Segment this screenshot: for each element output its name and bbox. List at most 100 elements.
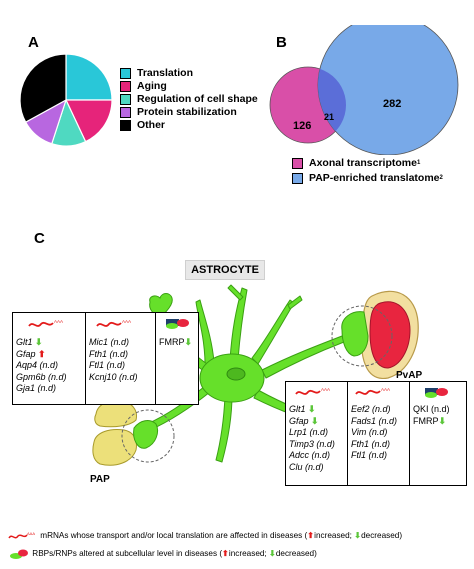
pie-slice-other xyxy=(19,53,67,123)
rbp-legend-decreased: decreased) xyxy=(275,549,317,559)
astrocyte-process-twig-2 xyxy=(287,295,303,310)
pvap-dashed-circle xyxy=(331,305,393,367)
gene-item: FMRP⬇ xyxy=(159,337,193,347)
gene-item: Gpm6b (n.d) xyxy=(16,371,67,382)
astrocyte-nucleus xyxy=(226,367,246,381)
mrna-squiggle-icon: AAA xyxy=(96,319,131,327)
legend-item-other: Other xyxy=(120,119,165,131)
arrow-up-icon: ⬆ xyxy=(307,531,315,540)
legend-swatch xyxy=(292,157,303,169)
gene-box-divider xyxy=(85,313,86,404)
rbp-legend-increased: increased; xyxy=(228,549,267,559)
astrocyte-process-right xyxy=(261,335,345,379)
pvap-endfoot xyxy=(341,311,369,357)
gene-item: Clu (n.d) xyxy=(289,461,324,472)
arrow-down-icon: ⬇ xyxy=(308,404,316,414)
gene-item: Gja1 (n.d) xyxy=(16,383,57,393)
venn-diagram: 126 21 282 xyxy=(269,25,459,155)
legend-swatch xyxy=(120,80,131,92)
gene-box-divider xyxy=(155,313,156,404)
panel-c-letter: C xyxy=(34,230,45,247)
arrow-up-icon: ⬆ xyxy=(222,549,229,559)
gene-item: Fth1 (n.d) xyxy=(89,348,129,359)
gene-box-divider xyxy=(409,382,410,485)
gene-item: Adcc (n.d) xyxy=(289,450,331,460)
gene-col-2: Eef2 (n.d) Fads1 (n.d) Vim (n.d) Fth1 (n… xyxy=(351,404,397,462)
gene-col-3: QKI (n.d) FMRP⬇ xyxy=(413,404,450,427)
arrow-down-icon: ⬇ xyxy=(311,415,319,426)
mrna-legend: AAA mRNAs whose transport and/or local t… xyxy=(8,530,402,541)
aaa-label: AAA xyxy=(321,387,330,392)
mrna-squiggle-icon: AAA xyxy=(295,387,330,395)
legend-item-aging: Aging xyxy=(120,80,167,92)
gene-item: Fads1 (n.d) xyxy=(351,415,398,426)
legend-superscript: 1 xyxy=(416,160,421,166)
mrna-squiggle-icon: AAA xyxy=(28,319,63,327)
legend-label: Protein stabilization xyxy=(137,106,237,118)
rbp-legend-text: RBPs/RNPs altered at subcellular level i… xyxy=(32,549,223,559)
pap-label: PAP xyxy=(90,474,110,485)
gene-item: Ftl1 (n.d) xyxy=(89,360,126,370)
aaa-label: AAA xyxy=(122,319,131,324)
rbp-legend: RBPs/RNPs altered at subcellular level i… xyxy=(8,548,317,560)
legend-label: Regulation of cell shape xyxy=(137,93,258,105)
gene-col-3: FMRP⬇ xyxy=(159,337,192,349)
mrna-legend-decreased: decreased) xyxy=(361,531,403,540)
legend-label: Aging xyxy=(137,80,167,92)
astrocyte-process-twig-1 xyxy=(227,284,244,301)
astrocyte-process-upper-branch xyxy=(229,287,248,361)
legend-item-translation: Translation xyxy=(120,67,193,79)
legend-swatch xyxy=(120,106,131,118)
astrocyte-process-upper-right xyxy=(251,299,295,365)
arrow-up-icon: ⬆ xyxy=(38,348,46,359)
gene-col-1: Glt1 ⬇ Gfap ⬇ Lrp1 (n.d) Timp3 (n.d) Adc… xyxy=(289,404,335,473)
gene-item: Vim (n.d) xyxy=(351,427,388,437)
legend-label: Translation xyxy=(137,67,194,79)
aaa-label: AAA xyxy=(54,319,63,324)
astrocyte-title-text: ASTROCYTE xyxy=(191,264,259,276)
gene-item: Lrp1 (n.d) xyxy=(289,427,329,437)
aaa-label: AAA xyxy=(27,531,35,536)
mrna-squiggle-icon: AAA xyxy=(355,387,390,395)
gene-item: Eef2 (n.d) xyxy=(351,404,391,414)
legend-label: Other xyxy=(137,119,166,131)
postsynaptic-terminal xyxy=(92,429,137,466)
gene-item: Mic1 (n.d) xyxy=(89,337,130,347)
blood-vessel-inner xyxy=(369,301,411,369)
gene-item: Gfap ⬇ xyxy=(289,415,319,426)
astrocyte-process-lower xyxy=(215,394,233,463)
legend-swatch xyxy=(120,93,131,105)
mrna-legend-text: mRNAs whose transport and/or local trans… xyxy=(40,531,308,540)
gene-item: QKI (n.d) xyxy=(413,404,450,414)
legend-swatch xyxy=(292,172,303,184)
gene-item: Glt1 ⬇ xyxy=(16,337,43,347)
gene-item: Fth1 (n.d) xyxy=(351,438,391,449)
gene-item: Glt1 ⬇ xyxy=(289,404,316,414)
aaa-label: AAA xyxy=(381,387,390,392)
legend-label: Axonal transcriptome xyxy=(309,157,417,169)
astrocyte-process-upper xyxy=(195,299,215,373)
pvap-label: PvAP xyxy=(396,370,422,381)
gene-item: Kcnj10 (n.d) xyxy=(89,371,138,382)
pap-dashed-circle xyxy=(121,409,175,463)
gene-item: Gfap ⬆ xyxy=(16,348,46,359)
gene-item: Timp3 (n.d) xyxy=(289,438,335,449)
pie-slice-aging xyxy=(65,99,113,143)
arrow-down-icon: ⬇ xyxy=(268,549,276,559)
rbp-complex-icon xyxy=(425,388,448,398)
venn-count-right: 282 xyxy=(383,98,401,110)
venn-count-left: 126 xyxy=(293,120,311,132)
rbp-complex-icon xyxy=(10,549,28,559)
gene-col-1: Glt1 ⬇ Gfap ⬆ Aqp4 (n.d) Gpm6b (n.d) Gja… xyxy=(16,337,67,395)
mrna-squiggle-icon: AAA xyxy=(8,531,35,539)
pap-endfoot xyxy=(133,420,159,449)
arrow-down-icon: ⬇ xyxy=(184,337,193,347)
rbp-complex-icon xyxy=(166,319,189,329)
gene-box-left: AAA AAA Glt1 ⬇ Gfap ⬆ Aqp4 (n.d) Gpm6b (… xyxy=(12,312,199,405)
arrow-down-icon: ⬇ xyxy=(35,337,43,347)
arrow-down-icon: ⬇ xyxy=(438,415,447,426)
legend-swatch xyxy=(120,119,131,131)
gene-item: Ftl1 (n.d) xyxy=(351,450,388,460)
